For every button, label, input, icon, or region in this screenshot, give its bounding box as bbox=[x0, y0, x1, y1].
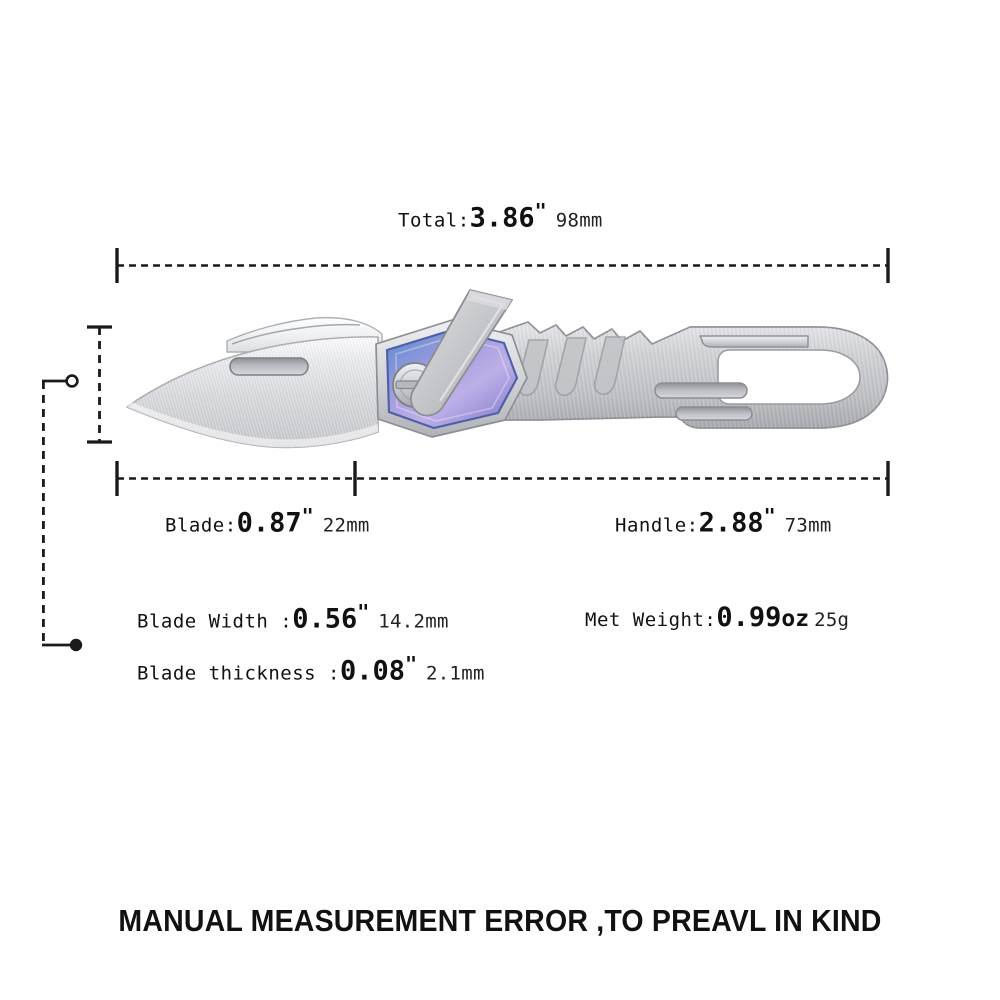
blade-thickness-leader-line bbox=[42, 374, 83, 652]
blade-width-label: Blade Width :0.56" 14.2mm bbox=[137, 602, 449, 635]
blade-width-inches: 0.56 bbox=[292, 603, 358, 635]
blade-length-inches: 0.87 bbox=[236, 507, 302, 539]
thickness-target-marker bbox=[69, 638, 83, 652]
carabiner-loop-opening bbox=[717, 349, 861, 405]
blade-length-mm: 22mm bbox=[322, 514, 370, 537]
handle-length-label: Handle:2.88" 73mm bbox=[615, 506, 832, 539]
handle-slot-cutouts bbox=[654, 382, 753, 421]
total-dimension-line bbox=[115, 248, 890, 283]
blade-width-prefix: Blade Width : bbox=[137, 610, 293, 633]
net-weight-value: 0.99 bbox=[716, 602, 782, 633]
net-weight-unit: oz bbox=[781, 606, 810, 632]
blade-handle-dimension-line bbox=[115, 461, 890, 496]
blade-length-label: Blade:0.87" 22mm bbox=[165, 506, 370, 539]
handle-length-quote: " bbox=[763, 504, 776, 528]
blade-thickness-quote: " bbox=[405, 652, 418, 676]
blade-length-prefix: Blade: bbox=[165, 514, 237, 537]
blade-thickness-mm: 2.1mm bbox=[426, 662, 485, 685]
handle-jimping-grooves bbox=[516, 336, 626, 397]
thickness-origin-marker bbox=[65, 374, 79, 388]
blade-thickness-inches: 0.08 bbox=[339, 655, 405, 687]
blade-width-mm: 14.2mm bbox=[378, 610, 449, 633]
total-length-label: Total:3.86" 98mm bbox=[398, 201, 603, 234]
total-length-inches: 3.86 bbox=[469, 202, 535, 234]
handle-length-mm: 73mm bbox=[784, 514, 832, 537]
blade-width-quote: " bbox=[357, 600, 370, 624]
flipper-clip-lever bbox=[410, 289, 513, 417]
blade-thickness-label: Blade thickness :0.08" 2.1mm bbox=[137, 654, 485, 687]
knife-blade bbox=[126, 316, 383, 449]
carabiner-hook-prong bbox=[699, 335, 809, 348]
handle-length-prefix: Handle: bbox=[615, 514, 699, 537]
total-length-quote: " bbox=[534, 199, 547, 223]
blade-slot bbox=[229, 357, 309, 376]
net-weight-prefix: Met Weight: bbox=[585, 609, 717, 631]
net-weight-grams: 25g bbox=[814, 609, 850, 631]
total-length-prefix: Total: bbox=[398, 209, 470, 232]
knife-illustration bbox=[126, 289, 889, 449]
blade-thickness-prefix: Blade thickness : bbox=[137, 662, 340, 685]
total-length-mm: 98mm bbox=[555, 209, 603, 232]
blade-length-quote: " bbox=[301, 504, 314, 528]
blade-width-dimension-line bbox=[87, 325, 112, 444]
disclaimer-caption: MANUAL MEASUREMENT ERROR ,TO PREAVL IN K… bbox=[118, 903, 882, 938]
handle-length-inches: 2.88 bbox=[698, 507, 764, 539]
